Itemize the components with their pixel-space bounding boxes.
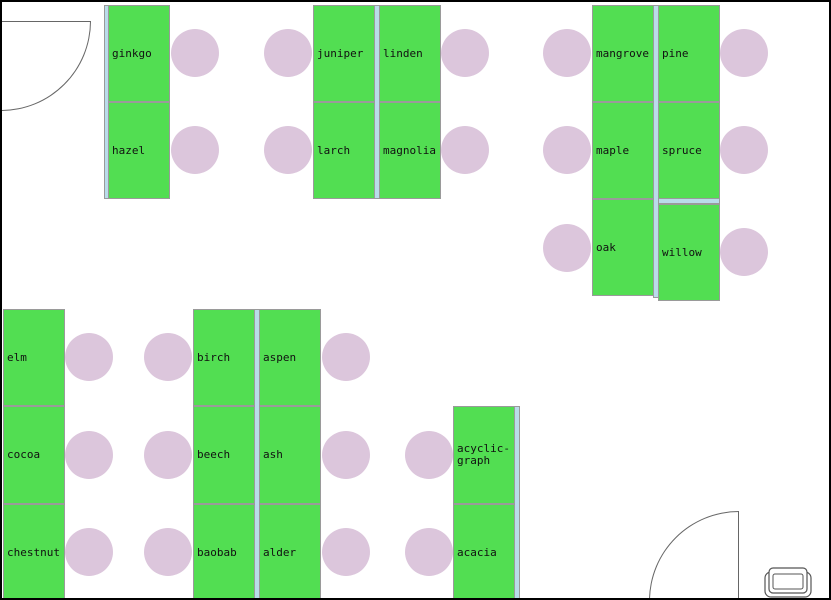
desk-label: larch [317, 143, 351, 157]
desk-cocoa[interactable]: cocoa [3, 406, 65, 504]
desk-label: alder [263, 545, 297, 559]
desk-hazel[interactable]: hazel [108, 102, 170, 199]
desk-label: hazel [112, 143, 146, 157]
desk-label: willow [662, 245, 702, 259]
desk-oak[interactable]: oak [592, 199, 654, 296]
chair[interactable] [144, 431, 192, 479]
door-swing-icon [2, 21, 91, 111]
printer-icon [764, 567, 812, 598]
chair[interactable] [441, 29, 489, 77]
desk-label: chestnut [7, 545, 60, 559]
desk-ginkgo[interactable]: ginkgo [108, 5, 170, 102]
desk-maple[interactable]: maple [592, 102, 654, 199]
chair[interactable] [322, 431, 370, 479]
chair[interactable] [405, 431, 453, 479]
chair[interactable] [322, 333, 370, 381]
chair[interactable] [720, 228, 768, 276]
chair[interactable] [264, 29, 312, 77]
desk-elm[interactable]: elm [3, 309, 65, 406]
chair[interactable] [264, 126, 312, 174]
desk-pine[interactable]: pine [658, 5, 720, 102]
desk-acacia[interactable]: acacia [453, 504, 515, 598]
desk-label: ash [263, 448, 283, 461]
desk-magnolia[interactable]: magnolia [379, 102, 441, 199]
chair[interactable] [322, 528, 370, 576]
desk-spruce[interactable]: spruce [658, 102, 720, 199]
desk-juniper[interactable]: juniper [313, 5, 375, 102]
desk-label: maple [596, 143, 630, 157]
desk-alder[interactable]: alder [259, 504, 321, 598]
desk-birch[interactable]: birch [193, 309, 255, 406]
desk-label: juniper [317, 46, 364, 60]
desk-willow[interactable]: willow [658, 204, 720, 301]
desk-baobab[interactable]: baobab [193, 504, 255, 598]
chair[interactable] [441, 126, 489, 174]
chair[interactable] [65, 333, 113, 381]
desk-mangrove[interactable]: mangrove [592, 5, 654, 102]
desk-label: beech [197, 448, 231, 461]
desk-label: spruce [662, 143, 702, 157]
desk-label: acacia [457, 545, 497, 559]
chair[interactable] [65, 528, 113, 576]
desk-label: acyclic- graph [457, 442, 510, 467]
desk-label: pine [662, 46, 689, 60]
chair[interactable] [720, 126, 768, 174]
door-swing-icon [649, 511, 739, 598]
desk-label: oak [596, 240, 616, 254]
chair[interactable] [543, 126, 591, 174]
desk-ash[interactable]: ash [259, 406, 321, 504]
desk-aspen[interactable]: aspen [259, 309, 321, 406]
chair[interactable] [543, 224, 591, 272]
chair[interactable] [144, 528, 192, 576]
desk-label: magnolia [383, 143, 436, 157]
desk-larch[interactable]: larch [313, 102, 375, 199]
desk-label: cocoa [7, 448, 41, 461]
desk-linden[interactable]: linden [379, 5, 441, 102]
chair[interactable] [171, 29, 219, 77]
desk-label: mangrove [596, 46, 649, 60]
chair[interactable] [171, 126, 219, 174]
desk-beech[interactable]: beech [193, 406, 255, 504]
desk-chestnut[interactable]: chestnut [3, 504, 65, 598]
desk-label: baobab [197, 545, 237, 559]
desk-label: aspen [263, 350, 297, 364]
desk-label: elm [7, 350, 27, 364]
desk-label: linden [383, 46, 423, 60]
chair[interactable] [720, 29, 768, 77]
chair[interactable] [144, 333, 192, 381]
chair[interactable] [543, 29, 591, 77]
chair[interactable] [65, 431, 113, 479]
desk-acyclic-graph[interactable]: acyclic- graph [453, 406, 515, 504]
desk-label: ginkgo [112, 46, 152, 60]
chair[interactable] [405, 528, 453, 576]
desk-label: birch [197, 350, 231, 364]
